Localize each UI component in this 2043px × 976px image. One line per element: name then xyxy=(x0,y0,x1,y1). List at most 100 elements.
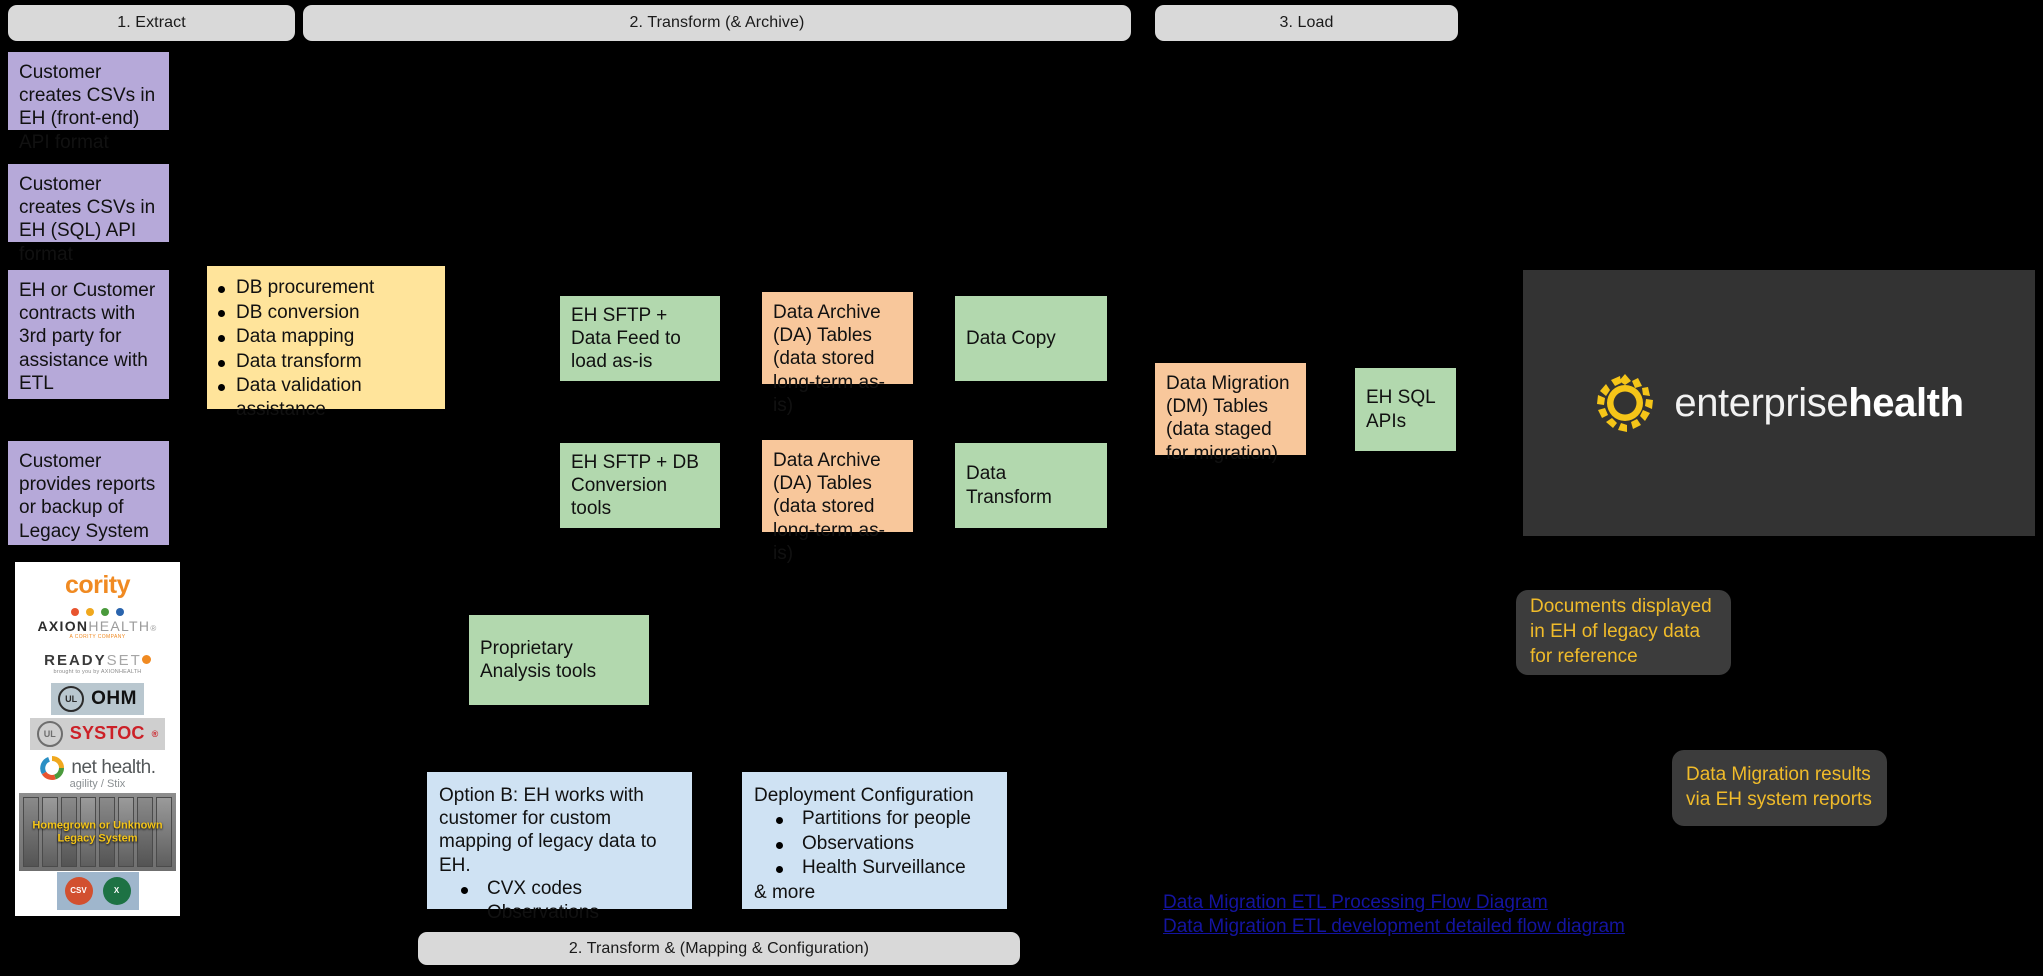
transform-box-proprietary-analysis-tools-text: Proprietary Analysis tools xyxy=(480,637,597,682)
option-b-item: CVX codes xyxy=(439,877,682,901)
axion-bold: AXION xyxy=(37,617,89,634)
readyset-light: SET xyxy=(106,651,142,669)
transform-box-deployment-configuration[interactable]: Deployment Configuration Partitions for … xyxy=(742,772,1007,909)
transform-box-data-copy[interactable]: Data Copy xyxy=(955,296,1107,381)
net-health-circle-icon xyxy=(40,755,65,780)
axion-health-logo: AXIONHEALTH® A CORITY COMPANY xyxy=(19,603,176,645)
transform-box-sftp-data-feed[interactable]: EH SFTP + Data Feed to load as-is xyxy=(560,296,720,381)
file-format-icons: CSV X xyxy=(19,871,176,910)
transform-box-da-tables-1[interactable]: Data Archive (DA) Tables (data stored lo… xyxy=(762,292,913,416)
link-etl-development-detailed-flow-diagram[interactable]: Data Migration ETL development detailed … xyxy=(1163,916,1625,938)
readyset-logo-text: READYSET xyxy=(44,652,151,669)
systoc-tm: ® xyxy=(151,728,159,739)
transform-box-data-copy-text: Data Copy xyxy=(966,327,1056,349)
deployment-item: Health Surveillance xyxy=(754,856,997,880)
brand-row: enterprisehealth xyxy=(1594,372,1964,434)
net-health-tagline: agility / Stix xyxy=(69,777,126,790)
extract-box-third-party-etl[interactable]: EH or Customer contracts with 3rd party … xyxy=(8,270,169,399)
ohm-badge: UL OHM xyxy=(51,683,144,716)
net-health-logo-text: net health. xyxy=(71,756,156,778)
legacy-vendor-logo-strip: cority AXIONHEALTH® A CORITY COMPANY REA… xyxy=(15,562,180,916)
net-health-row: net health. xyxy=(39,755,156,781)
axion-tagline: A CORITY COMPANY xyxy=(69,633,126,640)
extract-box-csv-sql[interactable]: Customer creates CSVs in EH (SQL) API fo… xyxy=(8,164,169,265)
load-box-dm-tables[interactable]: Data Migration (DM) Tables (data staged … xyxy=(1155,363,1306,464)
transform-box-sftp-db-conversion-text: EH SFTP + DB Conversion tools xyxy=(571,451,699,520)
option-b-items: CVX codes Observations xyxy=(439,877,682,925)
phase-tab-extract-label: 1. Extract xyxy=(117,14,186,31)
ul-ohm-logo: UL OHM xyxy=(19,682,176,717)
link-etl-processing-flow-diagram[interactable]: Data Migration ETL Processing Flow Diagr… xyxy=(1163,892,1548,913)
extract-box-legacy-reports[interactable]: Customer provides reports or backup of L… xyxy=(8,441,169,545)
deployment-items: Partitions for people Observations Healt… xyxy=(754,807,997,880)
axion-dots-icon xyxy=(71,607,124,616)
file-icons-bar: CSV X xyxy=(56,871,139,910)
deployment-item: Observations xyxy=(754,832,997,856)
extract-box-csv-frontend-text: Customer creates CSVs in EH (front-end) … xyxy=(19,62,156,153)
readyset-dot-icon xyxy=(141,654,151,664)
task-item: DB conversion xyxy=(211,301,435,325)
load-box-eh-sql-apis[interactable]: EH SQL APIs xyxy=(1355,368,1456,451)
callout-data-migration-results[interactable]: Data Migration results via EH system rep… xyxy=(1672,750,1887,826)
sun-gear-icon xyxy=(1594,372,1656,434)
phase-tab-extract[interactable]: 1. Extract xyxy=(8,5,295,41)
ul-systoc-logo: UL SYSTOC ® xyxy=(19,716,176,751)
load-box-eh-sql-apis-text: EH SQL APIs xyxy=(1366,387,1435,432)
axion-tm: ® xyxy=(150,623,158,633)
extract-box-csv-frontend[interactable]: Customer creates CSVs in EH (front-end) … xyxy=(8,52,169,153)
server-racks-icon xyxy=(19,793,176,871)
third-party-task-list[interactable]: DB procurement DB conversion Data mappin… xyxy=(207,266,445,420)
phase-tab-transform-archive[interactable]: 2. Transform (& Archive) xyxy=(303,5,1131,41)
task-item: Data validation assistance xyxy=(211,374,435,421)
legacy-caption-line1: Homegrown or Unknown xyxy=(32,819,163,832)
deployment-footer: & more xyxy=(754,881,816,903)
transform-box-option-b[interactable]: Option B: EH works with customer for cus… xyxy=(427,772,692,923)
callout-documents-displayed-text: Documents displayed in EH of legacy data… xyxy=(1530,596,1712,667)
third-party-task-items: DB procurement DB conversion Data mappin… xyxy=(211,276,435,421)
phase-tab-transform-mapping[interactable]: 2. Transform & (Mapping & Configuration) xyxy=(418,932,1020,965)
extract-box-csv-sql-text: Customer creates CSVs in EH (SQL) API fo… xyxy=(19,174,156,265)
readyset-logo: READYSET brought to you by AXIONHEALTH xyxy=(19,645,176,682)
transform-box-da-tables-2-text: Data Archive (DA) Tables (data stored lo… xyxy=(773,450,885,564)
phase-tab-transform-mapping-label: 2. Transform & (Mapping & Configuration) xyxy=(568,939,870,957)
homegrown-legacy-photo: Homegrown or Unknown Legacy System xyxy=(19,793,176,872)
transform-box-data-transform-text: Data Transform xyxy=(966,463,1052,508)
csv-file-icon: CSV xyxy=(64,876,93,905)
extract-box-legacy-reports-text: Customer provides reports or backup of L… xyxy=(19,451,156,542)
brand-word-light: enterprise xyxy=(1674,380,1849,425)
brand-wordmark: enterprisehealth xyxy=(1674,380,1964,426)
axion-health-logo-text: AXIONHEALTH® xyxy=(37,618,157,634)
extract-box-third-party-etl-text: EH or Customer contracts with 3rd party … xyxy=(19,280,156,394)
transform-box-proprietary-analysis-tools[interactable]: Proprietary Analysis tools xyxy=(469,615,649,705)
deployment-heading: Deployment Configuration xyxy=(754,785,974,806)
task-item: Data transform xyxy=(211,350,435,374)
ohm-logo-text: OHM xyxy=(91,688,137,710)
brand-word-bold: health xyxy=(1848,380,1964,425)
related-diagram-links: Data Migration ETL Processing Flow Diagr… xyxy=(1163,891,1683,940)
option-b-item: Observations xyxy=(439,901,682,925)
transform-box-da-tables-2[interactable]: Data Archive (DA) Tables (data stored lo… xyxy=(762,440,913,564)
callout-documents-displayed[interactable]: Documents displayed in EH of legacy data… xyxy=(1516,590,1731,675)
cority-logo: cority xyxy=(19,568,176,603)
transform-box-sftp-data-feed-text: EH SFTP + Data Feed to load as-is xyxy=(571,304,681,373)
task-item: Data mapping xyxy=(211,325,435,349)
phase-tab-load[interactable]: 3. Load xyxy=(1155,5,1458,41)
transform-box-sftp-db-conversion[interactable]: EH SFTP + DB Conversion tools xyxy=(560,443,720,528)
deployment-item: Partitions for people xyxy=(754,807,997,831)
transform-box-da-tables-1-text: Data Archive (DA) Tables (data stored lo… xyxy=(773,302,885,416)
callout-data-migration-results-text: Data Migration results via EH system rep… xyxy=(1686,764,1872,810)
legacy-photo-caption: Homegrown or Unknown Legacy System xyxy=(19,820,176,845)
load-box-dm-tables-text: Data Migration (DM) Tables (data staged … xyxy=(1166,373,1290,464)
phase-tab-transform-archive-label: 2. Transform (& Archive) xyxy=(629,14,805,31)
option-b-heading: Option B: EH works with customer for cus… xyxy=(439,785,657,876)
phase-tab-load-label: 3. Load xyxy=(1279,14,1334,31)
server-rack-image: Homegrown or Unknown Legacy System xyxy=(19,793,176,872)
systoc-badge: UL SYSTOC ® xyxy=(29,717,166,750)
readyset-tagline: brought to you by AXIONHEALTH xyxy=(53,668,142,675)
enterprise-health-brand-panel: enterprisehealth xyxy=(1523,270,2035,536)
excel-file-icon: X xyxy=(102,876,131,905)
ul-certification-icon: UL xyxy=(58,686,85,713)
transform-box-data-transform[interactable]: Data Transform xyxy=(955,443,1107,528)
axion-light: HEALTH xyxy=(88,617,151,634)
readyset-bold: READY xyxy=(44,651,107,669)
